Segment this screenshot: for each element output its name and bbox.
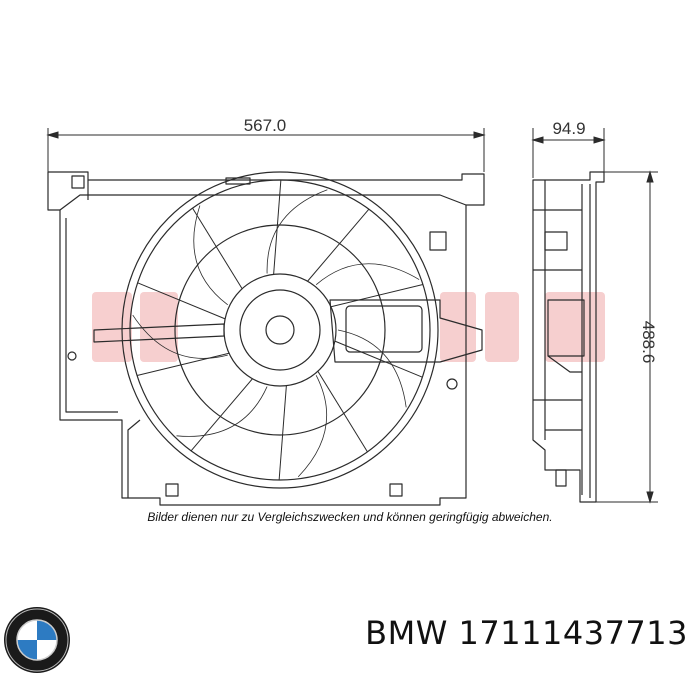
fan-strut <box>136 352 230 377</box>
fan-strut <box>317 370 368 453</box>
fan-strut <box>192 207 243 290</box>
depth-label: 94.9 <box>552 119 585 138</box>
fan-struts <box>136 179 424 481</box>
fan-blade <box>176 386 268 437</box>
fan-strut <box>307 208 370 282</box>
fan-blade <box>132 314 228 359</box>
fan-strut <box>334 340 423 378</box>
product-caption: BMW 17111437713 <box>365 614 688 652</box>
height-label: 488.6 <box>639 321 658 364</box>
fan-strut <box>278 385 287 481</box>
front-view <box>47 171 485 506</box>
fan-blades <box>132 189 420 478</box>
fan-blade <box>297 375 328 478</box>
fan-strut <box>330 283 424 308</box>
depth-dimension <box>531 128 606 178</box>
bmw-roundel-icon <box>4 607 70 673</box>
part-number: 17111437713 <box>458 614 688 652</box>
fan-strut <box>273 179 282 275</box>
fan-blade <box>315 263 420 285</box>
fan-blade <box>193 205 228 306</box>
fan-blade <box>266 189 328 274</box>
side-view <box>532 171 605 503</box>
disclaimer-text: Bilder dienen nur zu Vergleichszwecken u… <box>147 510 553 524</box>
fan-blade <box>337 329 407 408</box>
width-label: 567.0 <box>244 116 287 135</box>
width-dimension <box>46 128 486 172</box>
fan-strut <box>190 378 253 452</box>
fan-strut <box>137 282 226 320</box>
brand-name: BMW <box>365 614 448 652</box>
watermark <box>92 292 605 362</box>
